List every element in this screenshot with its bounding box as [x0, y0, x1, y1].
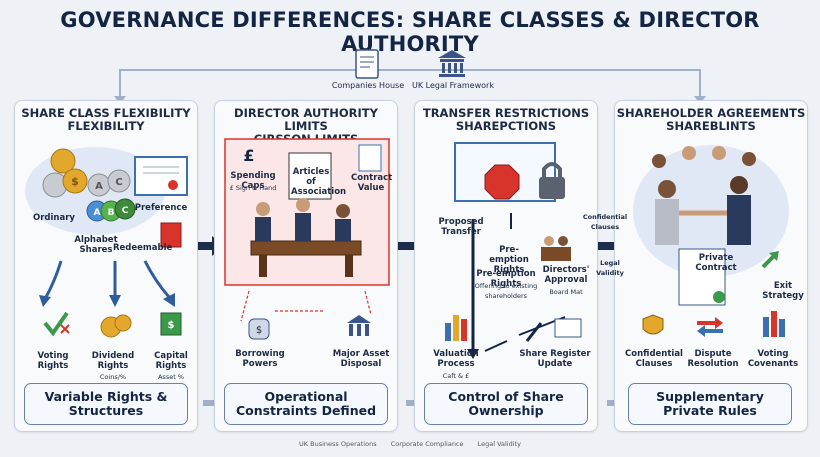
panel-share-class: SHARE CLASS FLEXIBILITY FLEXIBILITY $ A … — [14, 100, 198, 432]
director-illustration: £ $ — [224, 138, 390, 340]
private-contract-icon — [678, 248, 726, 306]
redeemable-book-icon — [160, 222, 182, 248]
voting-buildings-icon — [763, 311, 785, 337]
handshake-figures — [655, 176, 751, 245]
label-capital-sub: Asset % — [157, 373, 184, 381]
uk-legal-building-icon — [438, 50, 466, 77]
svg-text:$: $ — [71, 175, 79, 188]
shareholders-group — [652, 146, 756, 168]
panel-share-class-heading: SHARE CLASS FLEXIBILITY FLEXIBILITY — [21, 106, 191, 133]
confidential-shield-icon — [642, 314, 664, 335]
label-confidential-clauses: Confidential Clauses — [625, 349, 683, 369]
label-proposed-transfer: Proposed Transfer — [438, 217, 484, 237]
svg-text:£: £ — [243, 146, 254, 165]
dividend-coins-icon — [100, 314, 132, 338]
borrowing-money-icon: $ — [248, 318, 270, 340]
footer-item-compliance: Corporate Compliance — [390, 440, 464, 448]
directors-figures — [255, 198, 351, 241]
label-share-register: Share Register Update — [519, 349, 591, 369]
label-spending-sub: £ Sign & Hand — [229, 184, 277, 192]
svg-text:B: B — [108, 208, 115, 218]
transfer-illustration — [445, 142, 582, 359]
side-label-legal-validity: Legal Validity — [596, 259, 624, 277]
label-dividend-rights: Dividend Rights — [91, 351, 135, 371]
label-ordinary: Ordinary — [33, 213, 75, 223]
label-spending-caps: Spending Caps — [230, 171, 276, 191]
summary-private-rules: Supplementary Private Rules — [628, 383, 792, 425]
directors-meeting-icon — [541, 236, 571, 261]
label-articles: Articles of Association — [291, 167, 347, 197]
label-valuation-sub: Caft & £ — [442, 372, 470, 380]
certificate-icon — [134, 156, 188, 196]
label-directors-sub: Board Mat — [549, 288, 583, 296]
label-contract-value: Contract Value — [351, 173, 393, 193]
stop-sign-icon — [484, 164, 520, 200]
uk-legal-label: UK Legal Framework — [412, 81, 494, 90]
panel-shareholder-heading: SHAREHOLDER AGREEMENTS SHAREBLINTS — [616, 106, 806, 133]
exit-arrow-icon — [761, 251, 779, 269]
label-voting-rights: Voting Rights — [37, 351, 69, 371]
svg-text:C: C — [122, 206, 129, 216]
panel-transfer-heading: TRANSFER RESTRICTIONS SHAREPCTIONS — [422, 106, 590, 133]
label-preemption-rights-2: Pre-emption Rights — [476, 269, 536, 289]
panel-director-authority: DIRECTOR AUTHORITY LIMITS CIRSSON LIMITS… — [214, 100, 398, 432]
padlock-icon — [539, 162, 565, 199]
svg-text:A: A — [95, 181, 103, 192]
share-class-illustration: $ A C A B C — [25, 147, 188, 338]
label-alphabet: Alphabet Shares — [74, 235, 118, 255]
companies-house-label: Companies House — [331, 81, 405, 90]
valuation-chart-icon — [445, 315, 467, 341]
label-preemption-rights: Pre-emption Rights — [489, 245, 529, 275]
summary-variable-rights: Variable Rights & Structures — [24, 383, 188, 425]
voting-check-icon — [43, 311, 70, 337]
svg-text:A: A — [94, 208, 101, 218]
label-major-asset: Major Asset Disposal — [332, 349, 390, 369]
svg-text:$: $ — [256, 325, 262, 336]
footer-item-legal: Legal Validity — [477, 440, 521, 448]
svg-text:$: $ — [168, 320, 175, 331]
pen-icon — [525, 322, 543, 342]
top-connector — [119, 69, 701, 98]
svg-text:C: C — [115, 177, 122, 188]
page-title: GOVERNANCE DIFFERENCES: SHARE CLASSES & … — [60, 8, 760, 56]
label-preference: Preference — [134, 203, 188, 213]
register-book-icon — [554, 318, 582, 338]
label-exit-strategy: Exit Strategy — [762, 281, 804, 301]
label-capital-rights: Capital Rights — [154, 351, 188, 371]
label-valuation-process: Valuation Process — [433, 349, 479, 369]
pound-sign-icon: £ — [243, 146, 254, 165]
asset-building-icon — [347, 315, 371, 336]
contract-icon — [358, 144, 382, 172]
label-borrowing-powers: Borrowing Powers — [235, 349, 285, 369]
articles-document-icon — [288, 152, 332, 200]
label-preemption-sub: Offering to existing shareholders — [474, 282, 538, 300]
label-private-contract: Private Contract — [695, 253, 737, 273]
summary-control-ownership: Control of Share Ownership — [424, 383, 588, 425]
companies-house-icon — [355, 49, 379, 79]
label-redeemable: Redeemable — [113, 243, 173, 253]
label-directors-approval: Directors' Approval — [542, 265, 590, 285]
label-dividend-sub: Coins/% — [99, 373, 127, 381]
footer: UK Business Operations Corporate Complia… — [0, 440, 820, 448]
side-label-confidential: Confidential Clauses — [582, 213, 628, 231]
summary-operational-constraints: Operational Constraints Defined — [224, 383, 388, 425]
alphabet-blocks-icon: A C A B C — [86, 169, 136, 222]
coins-icon: $ — [42, 148, 88, 198]
dispute-arrows-icon — [697, 317, 723, 337]
footer-item-business: UK Business Operations — [299, 440, 377, 448]
capital-money-icon: $ — [160, 312, 182, 336]
label-voting-covenants: Voting Covenants — [747, 349, 799, 369]
shareholder-illustration — [633, 145, 789, 337]
panel-shareholder-agreements: SHAREHOLDER AGREEMENTS SHAREBLINTS — [614, 100, 808, 432]
label-dispute-resolution: Dispute Resolution — [687, 349, 739, 369]
panel-transfer-restrictions: TRANSFER RESTRICTIONS SHAREPCTIONS — [414, 100, 598, 432]
